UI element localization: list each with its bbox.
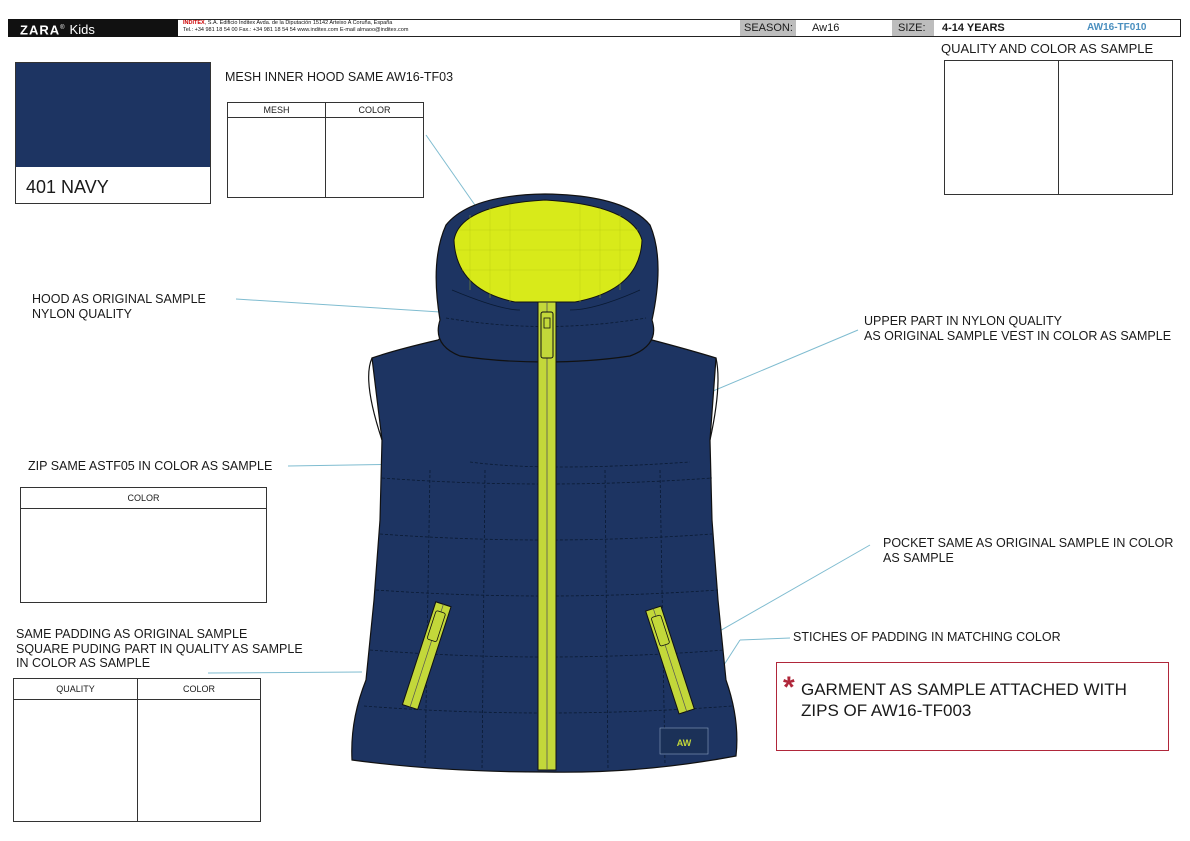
stitches-leader-line-2 [721, 639, 741, 669]
right-armhole [709, 357, 719, 441]
asterisk-icon: * [783, 671, 795, 704]
mesh-color-header: COLOR [326, 103, 423, 118]
pocket-annotation: POCKET SAME AS ORIGINAL SAMPLE IN COLOR … [883, 536, 1174, 565]
swatch-name: 401 NAVY [26, 177, 109, 197]
zip-annotation: ZIP SAME ASTF05 IN COLOR AS SAMPLE [28, 459, 273, 473]
brand-logo: ZARA®Kids [8, 19, 178, 37]
mesh-texture [456, 204, 640, 302]
hood-fold-right [569, 289, 641, 311]
padding-quality-column: QUALITY [14, 679, 138, 821]
mesh-table: MESH COLOR [227, 102, 424, 198]
garment-note-text: GARMENT AS SAMPLE ATTACHED WITH ZIPS OF … [801, 680, 1127, 720]
zip-color-table: COLOR [20, 487, 267, 603]
padding-leader-line [207, 671, 363, 674]
reference-code: AW16-TF010 [1087, 22, 1147, 33]
left-pocket-pull [427, 610, 446, 642]
hood-stitch [445, 317, 647, 327]
hood-annotation: HOOD AS ORIGINAL SAMPLE NYLON QUALITY [32, 292, 206, 321]
hood-fold-left [451, 289, 521, 311]
padding-annotation: SAME PADDING AS ORIGINAL SAMPLE SQUARE P… [16, 627, 303, 670]
color-swatch [16, 63, 210, 167]
right-pocket [645, 605, 695, 715]
brand-label-text: AW [677, 738, 692, 748]
company-address: INDITEX, S.A. Edificio Inditex Avda. de … [183, 20, 408, 33]
quality-color-note: QUALITY AND COLOR AS SAMPLE [941, 41, 1154, 56]
upper-annotation: UPPER PART IN NYLON QUALITY AS ORIGINAL … [864, 314, 1172, 343]
company-name: INDITEX [183, 20, 205, 26]
padding-quality-header: QUALITY [14, 679, 137, 700]
quality-color-divider [1058, 61, 1059, 194]
left-pocket [401, 601, 452, 711]
size-value: 4-14 YEARS [942, 22, 1005, 34]
address-line-1: , S.A. Edificio Inditex Avda. de la Dipu… [204, 20, 393, 26]
quality-color-box [944, 60, 1173, 195]
mesh-column: MESH [228, 103, 326, 197]
color-swatch-card: 401 NAVY [15, 62, 211, 204]
brand-sub: Kids [69, 22, 95, 38]
season-value: Aw16 [812, 22, 840, 34]
padding-color-header: COLOR [138, 679, 260, 700]
zip-color-header: COLOR [21, 488, 266, 509]
mesh-color-column: COLOR [326, 103, 423, 197]
mesh-note: MESH INNER HOOD SAME AW16-TF03 [225, 70, 454, 84]
padding-color-column: COLOR [138, 679, 260, 821]
zip-pull-hole [543, 317, 551, 329]
brand-name: ZARA [20, 22, 61, 38]
stitches-leader-line [739, 637, 791, 641]
stitches-annotation: STICHES OF PADDING IN MATCHING COLOR [793, 630, 1061, 644]
address-line-2: Tel.: +34 981 18 54 00 Fax.: +34 981 18 … [183, 26, 409, 33]
left-armhole [368, 357, 383, 441]
mesh-header: MESH [228, 103, 325, 118]
season-label: SEASON: [740, 20, 796, 36]
padding-table: QUALITY COLOR [13, 678, 261, 822]
right-pocket-pull [651, 614, 670, 647]
garment-note-box: * GARMENT AS SAMPLE ATTACHED WITH ZIPS O… [776, 662, 1169, 751]
size-label: SIZE: [892, 20, 934, 36]
mesh-leader-line [425, 134, 478, 209]
zip-pull [540, 311, 554, 359]
brand-label-patch [659, 727, 709, 755]
hood-leader-line [235, 298, 441, 313]
mesh-lining [453, 199, 643, 303]
brand-registered-mark: ® [60, 25, 66, 31]
